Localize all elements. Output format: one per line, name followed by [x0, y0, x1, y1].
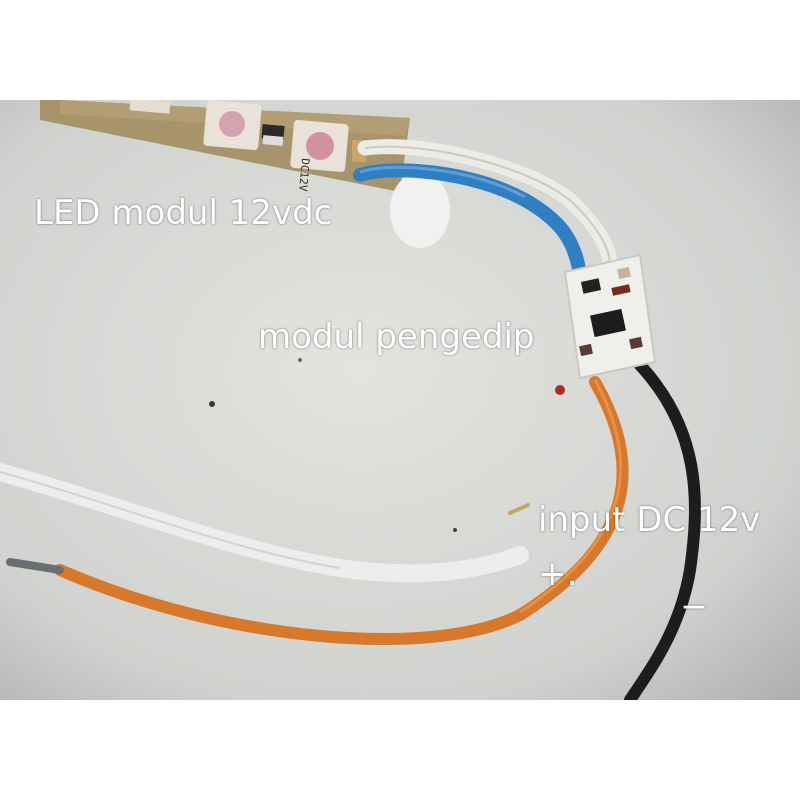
blinker-module [563, 253, 657, 380]
strip-silkscreen: DC12V [296, 158, 312, 192]
led-strip: DC12V [40, 100, 410, 192]
wire-tip [6, 558, 64, 574]
input-label: input DC 12v [538, 500, 761, 540]
plus-label: +. [538, 554, 578, 594]
product-photo: DC12V [0, 100, 800, 700]
black-wire [624, 359, 701, 700]
orange-wire [54, 376, 629, 645]
blue-wire [353, 163, 587, 282]
led-module-label: LED modul 12vdc [34, 193, 333, 233]
minus-label: _ [684, 563, 704, 609]
blink-module-label: modul pengedip [258, 317, 535, 357]
wire-clip [390, 172, 450, 248]
